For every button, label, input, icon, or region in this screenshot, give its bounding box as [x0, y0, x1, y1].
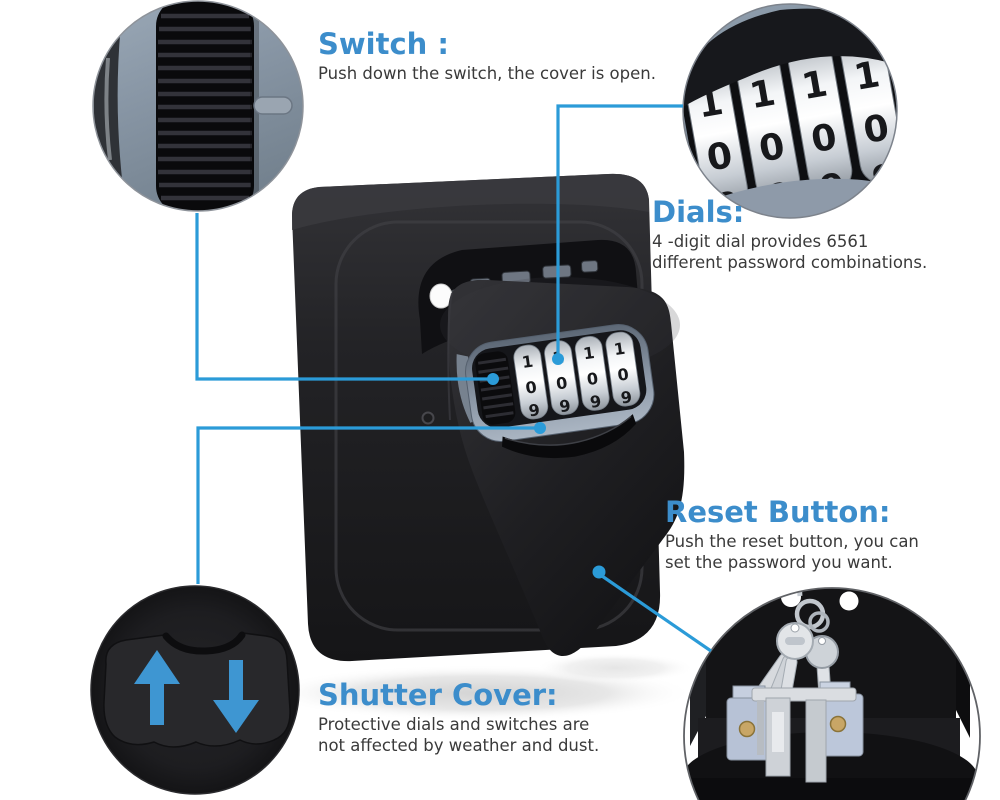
- product-shadow: [265, 653, 695, 721]
- back-hole: [781, 588, 801, 607]
- back-hole: [839, 591, 859, 611]
- combination-dials: 1 1 1 1 0 0 0 0 9 9 9 9: [456, 324, 655, 459]
- dial-digit: 9: [558, 396, 572, 416]
- callout-line-dials: [556, 104, 683, 355]
- arrow-down-icon: [213, 660, 259, 733]
- dial-digit: 9: [869, 157, 901, 202]
- dial-digit: 9: [589, 392, 603, 412]
- switch-callout: Switch : Push down the switch, the cover…: [318, 28, 656, 85]
- callout-line-reset: [601, 574, 712, 653]
- dial-digit: 1: [521, 352, 535, 372]
- dial-digit: 1: [582, 343, 596, 363]
- shutter-zoom-circle: [90, 585, 300, 795]
- switch-description: Push down the switch, the cover is open.: [318, 64, 656, 84]
- callout-dot-shutter: [534, 422, 546, 434]
- switch-title: Switch :: [318, 27, 450, 61]
- shutter-lip: [502, 414, 637, 459]
- reset-button-description: Push the reset button, you can set the p…: [665, 532, 919, 572]
- callout-line-shutter: [196, 426, 535, 584]
- dial-digit: 0: [616, 364, 630, 384]
- back-hole: [731, 592, 751, 612]
- keys-zoom-circle: [683, 587, 981, 800]
- dials-description: 4 -digit dial provides 6561 different pa…: [652, 232, 928, 272]
- dials-title: Dials:: [652, 195, 745, 229]
- screw-hole: [421, 411, 435, 425]
- switch-wheel: [475, 351, 516, 425]
- dial-digit: 0: [524, 377, 538, 397]
- callout-dot-reset: [592, 565, 606, 579]
- shutter-cover-title: Shutter Cover:: [318, 678, 558, 712]
- switch-slot-tab: [253, 96, 293, 115]
- callout-dot-switch: [487, 373, 499, 385]
- dial-digit: 0: [555, 373, 569, 393]
- arrow-up-icon: [134, 650, 180, 725]
- reset-button-callout: Reset Button: Push the reset button, you…: [665, 496, 919, 573]
- dial-wheels: 1 1 1 1 0 0 0 0 9 9 9 9: [513, 331, 641, 421]
- dial-digit: 9: [620, 387, 634, 407]
- lockbox: 1 1 1 1 0 0 0 0 9 9 9 9: [292, 173, 685, 662]
- shutter-cover-callout: Shutter Cover: Protective dials and swit…: [318, 679, 599, 756]
- dial-digit: 9: [527, 400, 541, 420]
- reset-button-title: Reset Button:: [665, 495, 891, 529]
- callout-dot-dials: [552, 353, 564, 365]
- dial-digit: 0: [586, 369, 600, 389]
- shutter-cover-description: Protective dials and switches are not af…: [318, 715, 600, 755]
- reset-latch: [726, 681, 864, 783]
- switch-zoom-circle: [92, 0, 304, 212]
- callout-line-switch: [195, 213, 489, 381]
- dials-callout: Dials: 4 -digit dial provides 6561 diffe…: [652, 196, 927, 273]
- dial-digit: 1: [613, 339, 627, 359]
- switch-ridges: [158, 13, 252, 201]
